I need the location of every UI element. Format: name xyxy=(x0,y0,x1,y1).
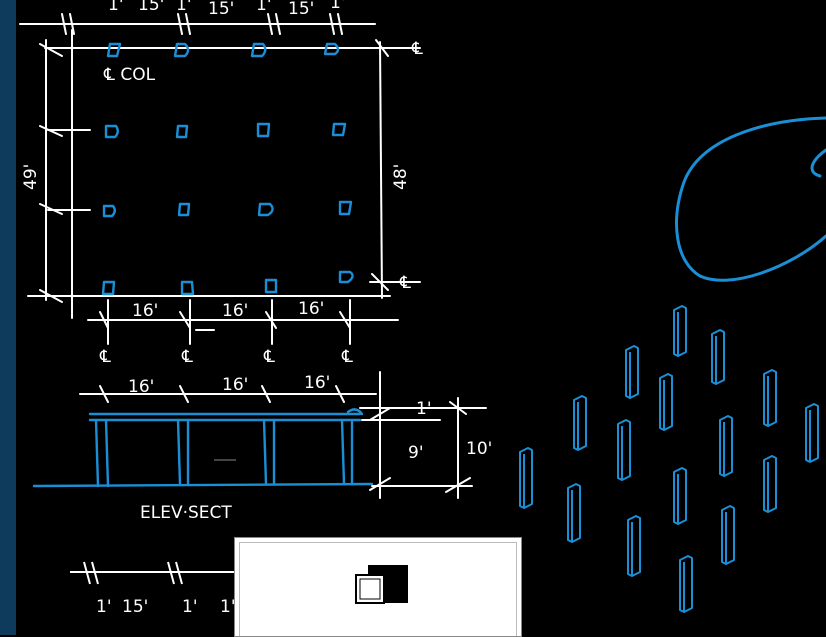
bay-dim-2: 16' xyxy=(222,301,248,321)
top-dim-4: 15' xyxy=(208,0,234,19)
elev-bay-dim-2: 16' xyxy=(222,375,248,395)
elev-top-dim: 1' xyxy=(416,399,432,419)
isometric-columns xyxy=(519,305,819,613)
loop-sketch xyxy=(675,116,826,282)
centerline-1: ℄ xyxy=(99,347,111,367)
col-label: ℄ COL xyxy=(103,65,156,85)
window-restore-icon[interactable] xyxy=(354,561,410,613)
elev-label: ELEV·SECT xyxy=(140,503,232,523)
top-dim-7: 1' xyxy=(330,0,346,13)
top-dim-6: 15' xyxy=(288,0,314,19)
bottom-dim-1: 1' xyxy=(96,597,112,617)
top-dim-3: 1' xyxy=(176,0,192,15)
elev-bay-dim-1: 16' xyxy=(128,377,154,397)
centerline-3: ℄ xyxy=(263,347,275,367)
bay-dim-3: 16' xyxy=(298,299,324,319)
centerline-2: ℄ xyxy=(181,347,193,367)
right-dim-label: 48' xyxy=(391,164,411,190)
top-dim-1: 1' xyxy=(108,0,124,15)
column-marks xyxy=(101,42,354,296)
right-cl-bottom: ℄ xyxy=(399,273,411,293)
floor-plan xyxy=(19,13,421,345)
elevation-section: 16' 16' 16' 1' 9' 10' ELEV·SECT xyxy=(32,371,492,523)
bottom-dim-3: 1' xyxy=(182,597,198,617)
centerline-4: ℄ xyxy=(341,347,353,367)
total-height: 10' xyxy=(466,439,492,459)
top-dim-5: 1' xyxy=(256,0,272,15)
bottom-dim-2: 15' xyxy=(122,597,148,617)
plan-labels: 1' 15' 1' 15' 1' 15' 1' ℄ COL ℄ ℄ 49' 48… xyxy=(21,0,423,367)
thumbnail-inner xyxy=(239,542,517,636)
sidebar-strip xyxy=(0,0,16,635)
elev-bay-dim-3: 16' xyxy=(304,373,330,393)
clear-height: 9' xyxy=(408,443,424,463)
thumbnail-panel[interactable] xyxy=(234,537,522,637)
bottom-dimension: 1' 15' 1' 1' xyxy=(70,561,240,617)
left-dim-label: 49' xyxy=(21,164,41,190)
bay-dim-1: 16' xyxy=(132,301,158,321)
bottom-dim-4: 1' xyxy=(220,597,236,617)
right-cl-top: ℄ xyxy=(411,39,423,59)
top-dim-2: 15' xyxy=(138,0,164,15)
